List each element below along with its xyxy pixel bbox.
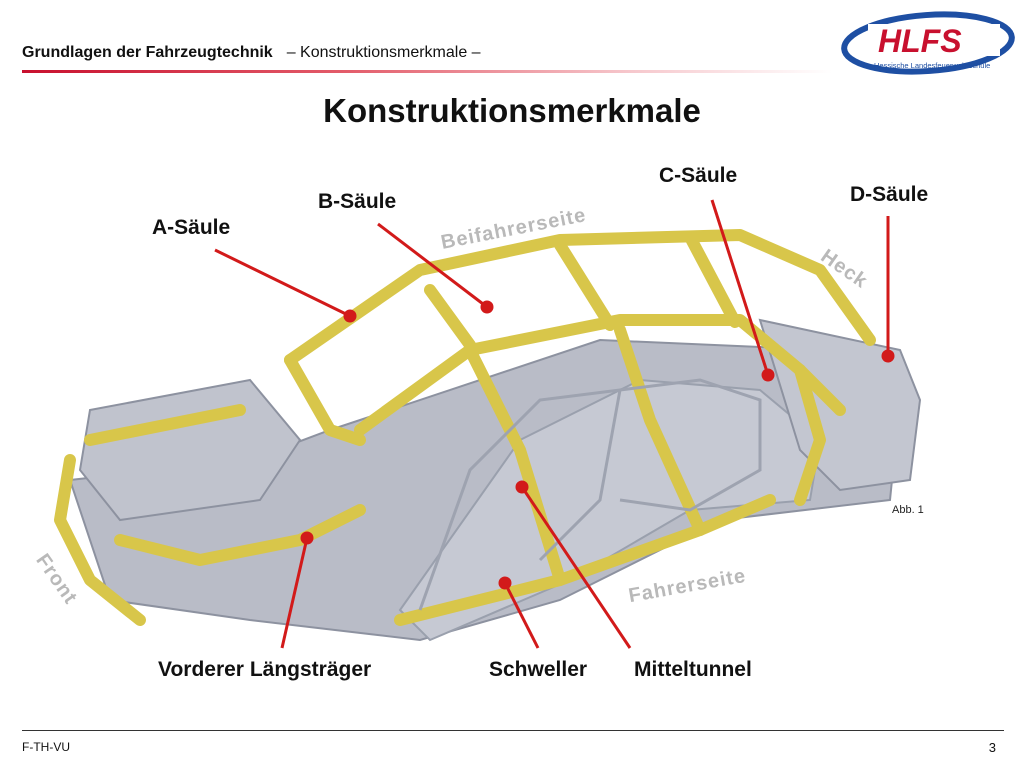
slide-header: Grundlagen der Fahrzeugtechnik – Konstruk… — [0, 0, 1024, 80]
c-pillar-frame — [614, 324, 706, 536]
label-schweller: Schweller — [489, 658, 588, 681]
front-crossmember — [84, 404, 246, 446]
header-divider — [22, 70, 832, 73]
door-sill — [394, 494, 776, 626]
car-body-diagram — [54, 199, 922, 649]
roof-bow-2 — [554, 239, 616, 331]
rear-frame — [794, 364, 826, 506]
b-pillar-frame — [464, 344, 566, 586]
front-rail — [114, 504, 366, 566]
hlfs-logo: HLFS Hessische Landesfeuerwehrschule — [841, 11, 1015, 75]
engine-bay — [78, 378, 302, 522]
footer-divider — [22, 730, 1004, 731]
pointer-a-saeule — [214, 248, 351, 318]
roof-bow-3 — [684, 231, 741, 328]
label-a-saeule: A-Säule — [152, 216, 231, 239]
footer-code: F-TH-VU — [22, 740, 70, 754]
door-opening-rear — [619, 378, 762, 512]
figure-caption: Abb. 1 — [892, 504, 924, 516]
door-opening-front — [418, 388, 622, 611]
header-title: Grundlagen der Fahrzeugtechnik – Konstruk… — [22, 44, 481, 62]
pointer-mitteltunnel — [520, 486, 632, 649]
header-subtitle: – Konstruktionsmerkmale – — [286, 44, 481, 61]
roof-bow-1 — [424, 284, 476, 351]
pointer-vorderer-laengstraeger — [280, 537, 309, 649]
logo-subtext: Hessische Landesfeuerwehrschule — [874, 61, 990, 70]
page-number: 3 — [988, 740, 996, 755]
label-vorderer-laengstraeger: Vorderer Längsträger — [158, 658, 372, 681]
pointer-b-saeule — [377, 222, 488, 309]
course-title: Grundlagen der Fahrzeugtechnik — [22, 44, 273, 61]
pointer-c-saeule — [710, 199, 770, 376]
pointer-schweller — [503, 582, 540, 649]
logo-text: HLFS — [878, 23, 962, 59]
front-bumper-beam — [54, 454, 146, 626]
label-b-saeule: B-Säule — [318, 190, 397, 213]
page-title: Konstruktionsmerkmale — [323, 92, 701, 129]
roof-rail-passenger — [284, 229, 876, 366]
label-c-saeule: C-Säule — [659, 164, 738, 187]
label-mitteltunnel: Mitteltunnel — [634, 658, 752, 681]
a-pillar-frame — [284, 354, 366, 446]
label-d-saeule: D-Säule — [850, 183, 929, 206]
